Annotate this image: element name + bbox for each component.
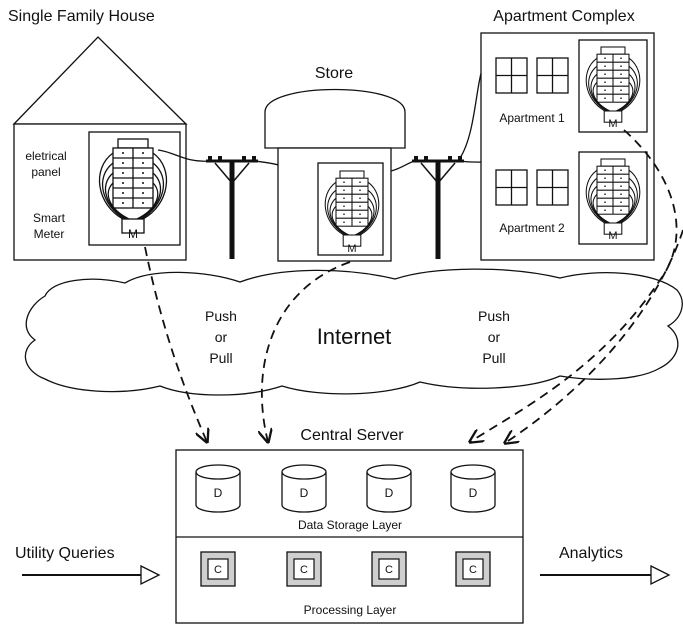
processing-unit-icon: C	[200, 551, 236, 587]
store-to-server-arrow	[262, 261, 351, 442]
apartment2-label: Apartment 2	[499, 221, 565, 235]
smart-meter-label-1: Smart	[33, 211, 66, 225]
house-roof	[12, 36, 188, 125]
processing-unit-icon: C	[286, 551, 322, 587]
storage-unit-label: D	[300, 486, 309, 500]
window-icon	[495, 169, 528, 206]
processing-unit-label: C	[469, 564, 477, 576]
processing-unit-label: C	[300, 564, 308, 576]
utility-pole-icon-left	[206, 156, 258, 259]
storage-unit-label: D	[385, 486, 394, 500]
house-title: Single Family House	[8, 8, 155, 25]
utility-pole-icon-right	[412, 156, 464, 259]
single-family-house: Single Family House M eletrical panel Sm…	[8, 8, 188, 261]
utility-queries-arrowhead-icon	[140, 564, 161, 586]
house-meter-label: M	[128, 227, 138, 241]
apartment-complex: Apartment Complex M M Apartment 1 Apartm…	[480, 8, 655, 261]
storage-cylinder-icon: D	[450, 464, 496, 513]
apartment1-meter-label: M	[608, 118, 617, 130]
house-to-server-arrow	[144, 246, 207, 442]
internet-label: Internet	[317, 324, 392, 349]
electrical-panel-label-2: panel	[31, 165, 60, 179]
apartment1-to-server-arrow	[470, 129, 678, 442]
processing-unit-icon: C	[455, 551, 491, 587]
utility-queries-label: Utility Queries	[15, 545, 115, 562]
pull-label-left: Pull	[209, 350, 232, 366]
data-storage-layer-label: Data Storage Layer	[298, 518, 402, 532]
storage-cylinder-icon: D	[366, 464, 412, 513]
analytics-label: Analytics	[559, 545, 623, 562]
analytics-output: Analytics	[540, 545, 671, 586]
processing-unit-label: C	[385, 564, 393, 576]
store-title: Store	[315, 65, 353, 82]
pull-label-right: Pull	[482, 350, 505, 366]
processing-layer-label: Processing Layer	[304, 603, 397, 617]
analytics-arrowhead-icon	[650, 564, 671, 586]
processing-unit-icon: C	[371, 551, 407, 587]
processing-unit-label: C	[214, 564, 222, 576]
central-server: Central Server Data Storage Layer Proces…	[175, 427, 524, 624]
storage-cylinder-icon: D	[195, 464, 241, 513]
store-meter-label: M	[347, 243, 356, 255]
utility-queries-input: Utility Queries	[15, 545, 161, 586]
apartment2-meter-label: M	[608, 230, 617, 242]
store: Store M	[264, 65, 406, 262]
meter-to-server-links	[144, 129, 683, 443]
window-icon	[536, 169, 569, 206]
storage-unit-label: D	[214, 486, 223, 500]
push-label-right: Push	[478, 308, 510, 324]
apartment2-to-server-arrow	[505, 229, 683, 443]
internet-cloud	[24, 268, 683, 396]
window-icon	[536, 57, 569, 94]
electrical-panel-label-1: eletrical	[25, 149, 66, 163]
push-label-left: Push	[205, 308, 237, 324]
apartment-title: Apartment Complex	[493, 8, 634, 25]
or-label-right: or	[488, 329, 501, 345]
storage-cylinder-icon: D	[281, 464, 327, 513]
storage-unit-label: D	[469, 486, 478, 500]
central-server-title: Central Server	[300, 427, 404, 444]
apartment1-label: Apartment 1	[499, 111, 565, 125]
or-label-left: or	[215, 329, 228, 345]
smart-meter-label-2: Meter	[34, 227, 65, 241]
window-icon	[495, 57, 528, 94]
store-dome	[264, 88, 406, 149]
